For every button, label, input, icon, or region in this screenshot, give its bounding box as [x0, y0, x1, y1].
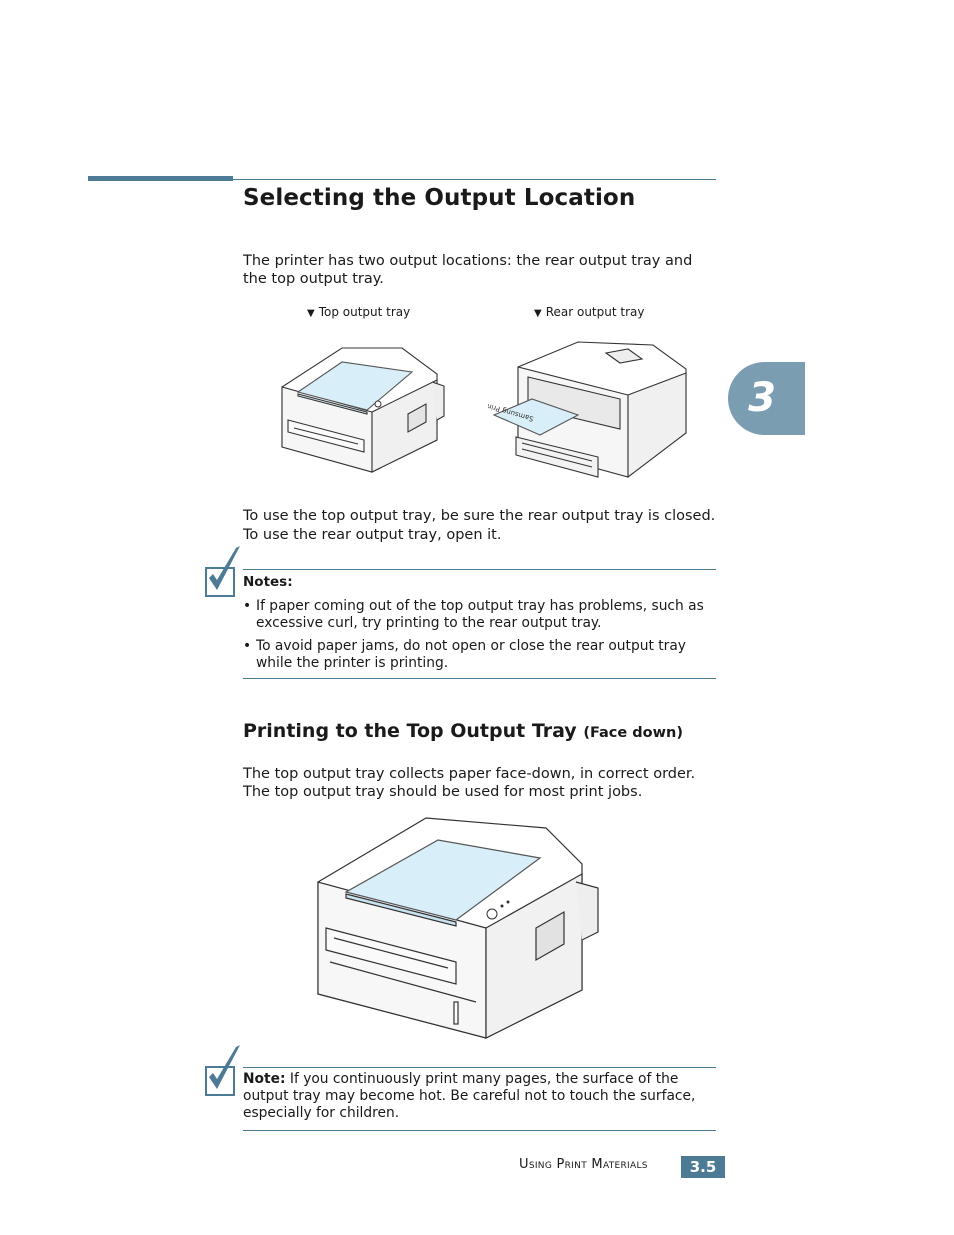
header-rule-thick	[88, 176, 233, 181]
caption-top-label: Top output tray	[318, 305, 411, 319]
note2-label: Note:	[243, 1071, 286, 1087]
caption-rear-label: Rear output tray	[545, 305, 645, 319]
printer-large-illustration	[317, 817, 599, 1039]
note2-paragraph: Note: If you continuously print many pag…	[243, 1071, 718, 1122]
note2-top-rule	[243, 1067, 716, 1068]
notes-bottom-rule	[243, 678, 716, 679]
caption-top-tray: ▼Top output tray	[307, 305, 410, 321]
bullet-marker: •	[243, 638, 252, 654]
page-title: Selecting the Output Location	[243, 185, 636, 211]
note2-text: If you continuously print many pages, th…	[243, 1071, 696, 1121]
checkmark-note-icon	[205, 546, 240, 597]
notes-item-text: If paper coming out of the top output tr…	[256, 598, 704, 631]
notes-list-item: • To avoid paper jams, do not open or cl…	[243, 638, 718, 674]
intro-paragraph: The printer has two output locations: th…	[243, 253, 693, 287]
notes-item-text: To avoid paper jams, do not open or clos…	[256, 638, 686, 671]
page-number: 3.5	[681, 1156, 725, 1178]
sub-body-line-2: The top output tray should be used for m…	[243, 784, 643, 800]
chapter-number: 3	[748, 375, 776, 421]
notes-list-item: • If paper coming out of the top output …	[243, 598, 718, 634]
usage-line-1: To use the top output tray, be sure the …	[243, 508, 716, 524]
down-triangle-icon: ▼	[307, 308, 315, 319]
section-subheading: Printing to the Top Output Tray (Face do…	[243, 720, 683, 742]
printer-top-tray-illustration	[281, 347, 445, 473]
usage-line-2: To use the rear output tray, open it.	[243, 527, 502, 543]
bullet-marker: •	[243, 598, 252, 614]
footer-section-title: Using Print Materials	[519, 1157, 648, 1172]
checkmark-note-icon	[205, 1045, 240, 1096]
printer-rear-tray-illustration: Samsung Printer	[488, 341, 687, 479]
caption-rear-tray: ▼Rear output tray	[534, 305, 644, 321]
header-rule-thin	[233, 179, 716, 180]
notes-title: Notes:	[243, 574, 293, 590]
note2-bottom-rule	[243, 1130, 716, 1131]
sub-body-line-1: The top output tray collects paper face-…	[243, 766, 696, 782]
chapter-tab	[728, 362, 805, 435]
subheading-main: Printing to the Top Output Tray	[243, 720, 577, 742]
down-triangle-icon: ▼	[534, 308, 542, 319]
subheading-suffix: (Face down)	[583, 725, 683, 741]
notes-top-rule	[243, 569, 716, 570]
